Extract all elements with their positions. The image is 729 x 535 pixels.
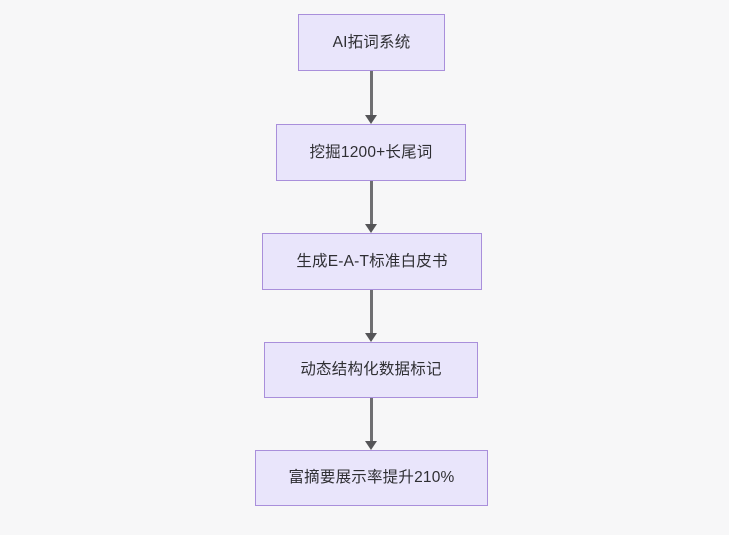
flow-edge-n1-n2 bbox=[365, 71, 378, 124]
flow-node-rich-snippet-impression-lift[interactable]: 富摘要展示率提升210% bbox=[255, 450, 488, 506]
flow-node-label: AI拓词系统 bbox=[332, 33, 411, 51]
edge-line bbox=[370, 290, 373, 334]
flow-node-label: 富摘要展示率提升210% bbox=[288, 469, 455, 487]
flow-node-label: 挖掘1200+长尾词 bbox=[309, 143, 433, 161]
flow-node-dynamic-structured-data-markup[interactable]: 动态结构化数据标记 bbox=[264, 342, 478, 398]
arrow-down-icon bbox=[365, 333, 377, 342]
edge-line bbox=[370, 71, 373, 116]
flow-node-mine-longtail-keywords[interactable]: 挖掘1200+长尾词 bbox=[276, 124, 466, 181]
flow-edge-n4-n5 bbox=[365, 398, 378, 450]
flow-node-generate-eat-whitepaper[interactable]: 生成E-A-T标准白皮书 bbox=[262, 233, 482, 290]
flow-node-ai-keyword-system[interactable]: AI拓词系统 bbox=[298, 14, 445, 71]
arrow-down-icon bbox=[365, 224, 377, 233]
flow-node-label: 动态结构化数据标记 bbox=[300, 361, 442, 379]
edge-line bbox=[370, 181, 373, 225]
arrow-down-icon bbox=[365, 441, 377, 450]
flow-edge-n2-n3 bbox=[365, 181, 378, 233]
flow-node-label: 生成E-A-T标准白皮书 bbox=[296, 252, 448, 270]
arrow-down-icon bbox=[365, 115, 377, 124]
edge-line bbox=[370, 398, 373, 442]
flow-edge-n3-n4 bbox=[365, 290, 378, 342]
